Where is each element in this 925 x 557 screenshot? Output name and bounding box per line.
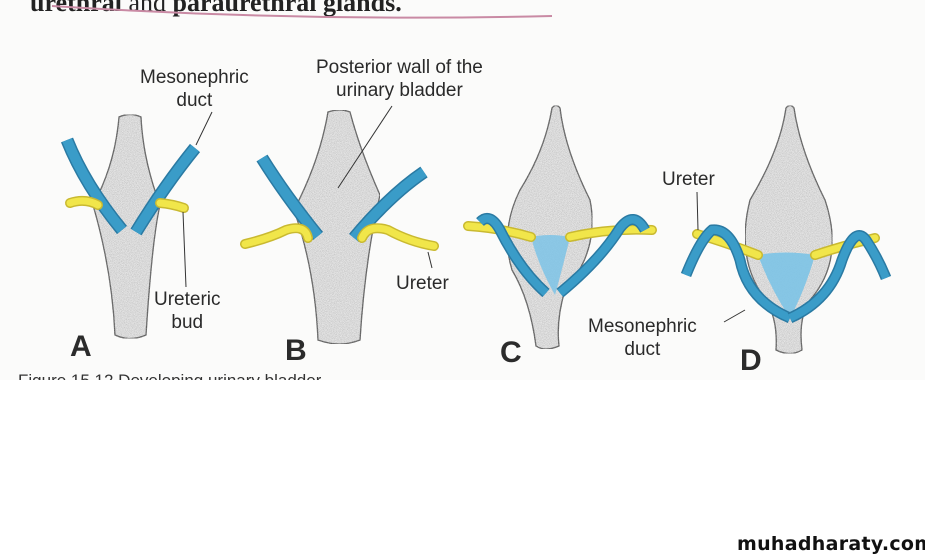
label-line: Mesonephric: [140, 67, 249, 88]
panel-letter-d: D: [740, 344, 762, 377]
label-mesonephric-duct-d: Mesonephric duct: [588, 315, 697, 361]
panel-letter-a: A: [70, 330, 92, 363]
trigone-c: [531, 235, 570, 295]
trigone-d: [758, 252, 815, 318]
leader-line-duct-d: [723, 309, 746, 323]
header-text-fragment: urethral and paraurethral glands.: [30, 0, 402, 18]
label-line: duct: [176, 90, 213, 111]
header-fragment-urethral: urethral: [30, 0, 122, 17]
watermark: muhadharaty.com: [737, 533, 925, 555]
figure-caption-cropped: Figure 15.12 Developing urinary bladder: [18, 372, 321, 380]
bladder-shape-a: [92, 113, 161, 340]
header-underline: [51, 5, 553, 19]
label-line: Ureteric: [154, 289, 221, 310]
label-line: urinary bladder: [336, 80, 463, 101]
panel-a: [60, 111, 213, 340]
leader-line-duct-a: [195, 111, 213, 146]
leader-line-bud-a: [182, 211, 187, 288]
bladder-shape-c: [506, 104, 593, 350]
panel-b: [240, 105, 439, 345]
leader-line-wall-b: [337, 105, 393, 189]
label-line: bud: [171, 312, 204, 333]
label-posterior-wall-b: Posterior wall of the urinary bladder: [316, 56, 483, 102]
panel-c: [463, 104, 657, 350]
panel-letter-c: C: [500, 336, 522, 369]
scanned-figure: urethral and paraurethral glands.: [18, 0, 892, 380]
leader-line-ureter-d: [696, 191, 699, 231]
header-fragment-glands: paraurethral glands.: [172, 0, 402, 17]
label-mesonephric-duct-a: Mesonephric duct: [140, 66, 249, 112]
leader-line-ureter-b: [427, 251, 433, 269]
label-line: Posterior wall of the: [316, 57, 483, 78]
embryology-diagram: [51, 5, 892, 355]
panel-d: [680, 104, 892, 355]
label-line: Mesonephric: [588, 316, 697, 337]
label-ureter-d: Ureter: [662, 169, 715, 190]
bladder-shape-d: [744, 104, 833, 355]
label-line: duct: [624, 339, 661, 360]
caption-text: Figure 15.12 Developing urinary bladder: [18, 372, 321, 380]
label-ureter-b: Ureter: [396, 273, 449, 294]
panel-letter-b: B: [285, 334, 307, 367]
label-ureteric-bud-a: Ureteric bud: [154, 288, 221, 334]
